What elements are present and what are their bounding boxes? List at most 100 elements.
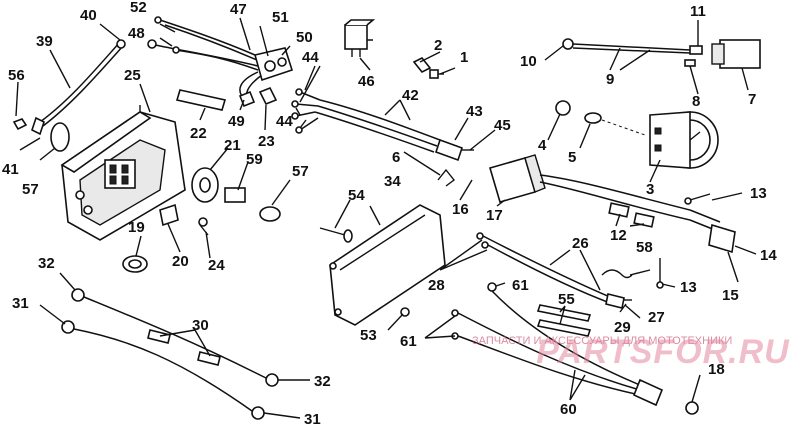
part-5-bulb xyxy=(584,112,646,136)
callout-6: 6 xyxy=(392,149,400,166)
connector-14 xyxy=(708,223,736,254)
callout-4: 4 xyxy=(538,137,547,154)
leader-lines xyxy=(15,17,757,419)
part-1-screw xyxy=(429,69,444,79)
connector-17 xyxy=(489,154,721,233)
callout-20: 20 xyxy=(172,253,189,270)
callout-61a: 61 xyxy=(512,277,529,294)
part-22-tube xyxy=(175,89,227,111)
callout-32b: 32 xyxy=(314,373,331,390)
callout-30: 30 xyxy=(192,317,209,334)
callout-31a: 31 xyxy=(12,295,29,312)
callout-61b: 61 xyxy=(400,333,417,350)
callout-21: 21 xyxy=(224,137,241,154)
callout-22: 22 xyxy=(190,125,207,142)
callout-50: 50 xyxy=(296,29,313,46)
callout-19: 19 xyxy=(128,219,145,236)
callout-3: 3 xyxy=(646,181,654,198)
callout-26: 26 xyxy=(572,235,589,252)
callout-7: 7 xyxy=(748,91,756,108)
callout-13a: 13 xyxy=(750,185,767,202)
part-4-bulb-socket xyxy=(555,100,571,116)
part-43-plug xyxy=(434,138,474,162)
part-2-clip xyxy=(412,56,432,74)
harness-30 xyxy=(61,288,279,420)
wire-harness-47 xyxy=(147,16,263,105)
callout-28: 28 xyxy=(428,277,445,294)
callout-51: 51 xyxy=(272,9,289,26)
callout-39: 39 xyxy=(36,33,53,50)
part-6-clip xyxy=(437,168,455,187)
callout-18: 18 xyxy=(708,361,725,378)
wire-harness-42 xyxy=(291,88,441,153)
watermark-caption: ЗАПЧАСТИ И АКСЕССУАРЫ ДЛЯ МОТОТЕХНИКИ xyxy=(472,335,733,347)
connector-51 xyxy=(254,47,294,82)
part-7-sleeve xyxy=(711,39,761,69)
callout-29: 29 xyxy=(614,319,631,336)
callout-46: 46 xyxy=(358,73,375,90)
callout-24: 24 xyxy=(208,257,225,274)
callout-25: 25 xyxy=(124,67,141,84)
callout-12: 12 xyxy=(610,227,627,244)
part-58-clip xyxy=(601,269,633,279)
callout-40: 40 xyxy=(80,7,97,24)
callout-47: 47 xyxy=(230,1,247,18)
part-29-connector xyxy=(605,293,632,309)
part-56-clip xyxy=(12,118,28,131)
callout-15: 15 xyxy=(722,287,739,304)
callout-42: 42 xyxy=(402,87,419,104)
callout-48: 48 xyxy=(128,25,145,42)
callout-1: 1 xyxy=(460,49,468,66)
callout-55: 55 xyxy=(558,291,575,308)
callout-58: 58 xyxy=(636,239,653,256)
wires-26 xyxy=(476,232,611,304)
callout-14: 14 xyxy=(760,247,777,264)
callout-labels: 40 39 56 41 57 25 52 47 51 48 50 49 23 2… xyxy=(2,0,777,428)
part-12-sleeves xyxy=(608,202,655,228)
callout-44b: 44 xyxy=(276,113,293,130)
callout-59: 59 xyxy=(246,151,263,168)
callout-53: 53 xyxy=(360,327,377,344)
callout-41: 41 xyxy=(2,161,19,178)
part-13-screw-bottom xyxy=(656,258,664,289)
panel-34 xyxy=(329,204,446,326)
callout-52: 52 xyxy=(130,0,147,16)
relay-46 xyxy=(344,19,376,57)
gauge-3 xyxy=(649,111,719,169)
callout-9: 9 xyxy=(606,71,614,88)
callout-57a: 57 xyxy=(22,181,39,198)
callout-49: 49 xyxy=(228,113,245,130)
part-57-washer-left xyxy=(50,122,70,152)
wires-60 xyxy=(451,282,664,407)
callout-43: 43 xyxy=(466,103,483,120)
watermark-url: PARTSFOR.RU xyxy=(536,333,790,371)
callout-2: 2 xyxy=(434,37,442,54)
part-57-washer-right xyxy=(259,206,281,222)
callout-13b: 13 xyxy=(680,279,697,296)
callout-44a: 44 xyxy=(302,49,319,66)
part-21-grommet xyxy=(191,167,219,203)
callout-56: 56 xyxy=(8,67,25,84)
callout-17: 17 xyxy=(486,207,503,224)
part-13-screw-top xyxy=(684,193,711,205)
callout-11: 11 xyxy=(690,3,706,20)
ground-strap-39 xyxy=(31,39,126,136)
part-20-bracket xyxy=(159,203,179,227)
callout-23: 23 xyxy=(258,133,275,150)
callout-27: 27 xyxy=(648,309,665,326)
part-55-sleeves xyxy=(536,304,592,337)
callout-8: 8 xyxy=(692,93,700,110)
part-19-clamp xyxy=(122,255,148,273)
callout-16: 16 xyxy=(452,201,469,218)
callout-60: 60 xyxy=(560,401,577,418)
callout-10: 10 xyxy=(520,53,537,70)
part-23-sleeve xyxy=(258,86,278,106)
callout-45: 45 xyxy=(494,117,511,134)
callout-54: 54 xyxy=(348,187,365,204)
part-18-nut xyxy=(685,401,699,415)
callout-34: 34 xyxy=(384,173,401,190)
cable-9 xyxy=(562,38,703,55)
callout-32a: 32 xyxy=(38,255,55,272)
